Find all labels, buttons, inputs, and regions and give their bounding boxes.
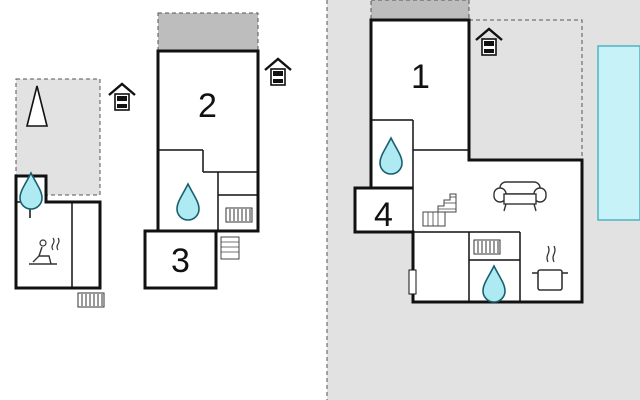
- house-icon: [107, 82, 137, 112]
- stairs-icon: [220, 236, 240, 260]
- terrace-top: [157, 12, 259, 52]
- sauna-icon: [29, 237, 60, 265]
- sofa-icon: [493, 181, 547, 212]
- room-1-label: 1: [411, 58, 430, 96]
- house-icon: [263, 57, 293, 87]
- building-middle: [143, 49, 260, 290]
- room-3-label: 3: [171, 242, 190, 280]
- stairs-icon: [422, 211, 446, 227]
- room-4-label: 4: [374, 196, 393, 234]
- cooking-pot-icon: [532, 245, 568, 291]
- radiator-icon: [473, 239, 501, 255]
- tree-icon: [25, 85, 49, 127]
- radiator-icon: [77, 292, 105, 308]
- door-marker: [408, 269, 417, 295]
- radiator-icon: [225, 207, 253, 223]
- building-main: [353, 18, 584, 304]
- terrace-roof: [370, 0, 470, 21]
- room-2-label: 2: [198, 87, 217, 125]
- swimming-pool: [597, 45, 640, 221]
- terrace-dashed-outline: [469, 19, 583, 160]
